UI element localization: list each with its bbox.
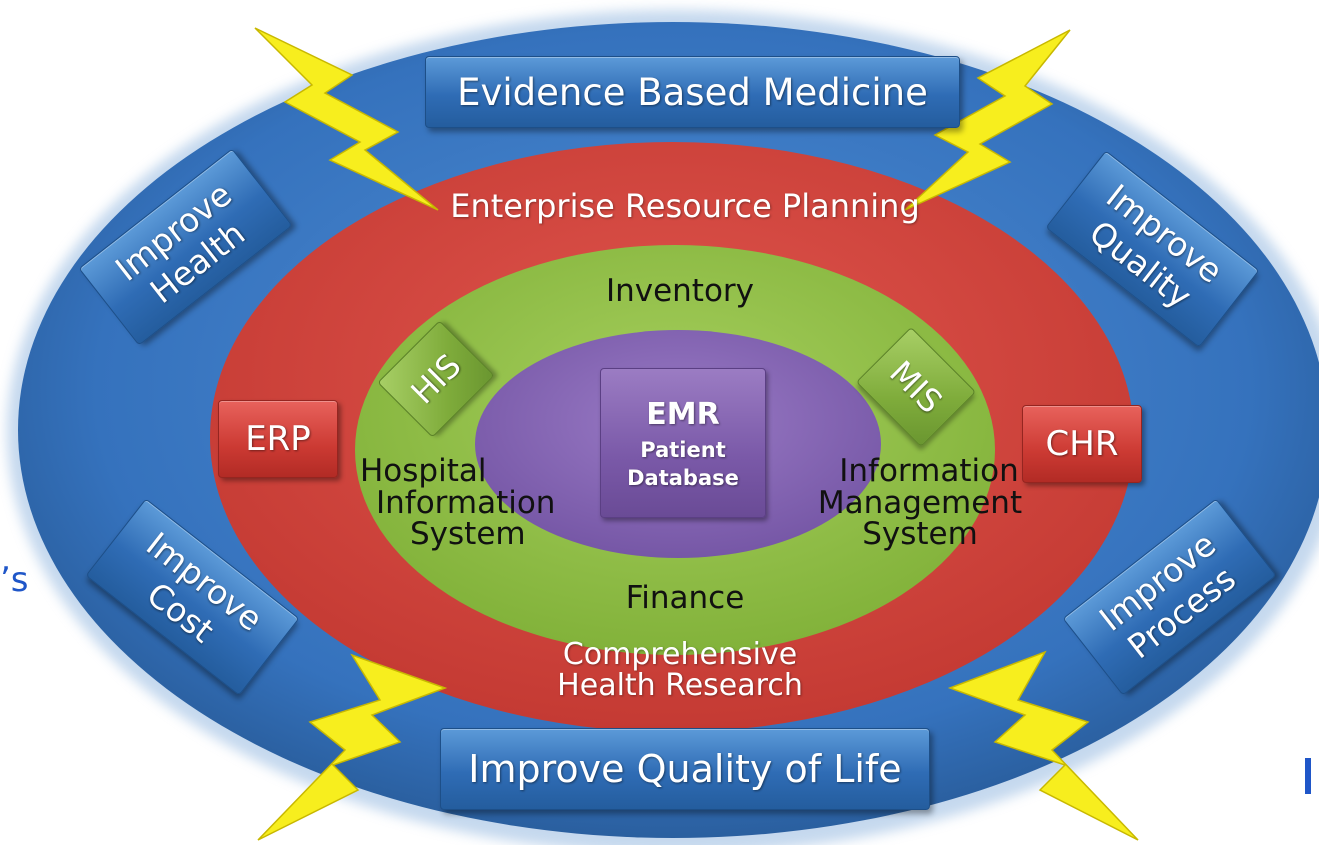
improve-quality-of-life-label: Improve Quality of Life [468,747,902,791]
comprehensive-health-research-label: Comprehensive Health Research [480,637,880,703]
emr-title: EMR [646,396,720,432]
comprehensive-label: Comprehensive [562,637,798,672]
management-line: Management [817,484,1023,521]
lightning-bolt-icon [904,29,1071,211]
erp-box: ERP [218,400,338,478]
lightning-bolt-icon [947,650,1139,841]
information-line-right: Information [839,453,1019,489]
system-line-right: System [862,516,978,553]
chr-box: CHR [1022,405,1142,483]
emr-box: EMR Patient Database [600,368,766,518]
finance-label: Finance [625,580,745,616]
improve-quality-of-life-banner: Improve Quality of Life [440,728,930,810]
database-line: Database [627,465,739,490]
enterprise-resource-planning-label: Enterprise Resource Planning [450,187,920,225]
hospital-information-system-caption: Hospital Information System [348,453,598,553]
information-management-system-caption: Information Management System [790,453,1050,553]
evidence-based-medicine-banner: Evidence Based Medicine [425,56,960,128]
his-label: HIS [403,346,469,412]
lightning-bolt-icon [257,653,448,841]
right-edge-fragment [1305,758,1311,794]
lightning-bolt-icon [254,27,439,211]
evidence-based-medicine-label: Evidence Based Medicine [457,70,928,114]
chr-label: CHR [1045,424,1119,464]
system-line: System [410,516,526,553]
health-research-label: Health Research [557,667,803,703]
inventory-label: Inventory [605,273,755,309]
mis-label: MIS [882,353,950,421]
erp-label: ERP [245,419,311,459]
left-edge-text-fragment: ’s [0,560,29,600]
information-line: Information [376,484,556,521]
hospital-line: Hospital [360,453,487,489]
patient-line: Patient [640,437,726,462]
